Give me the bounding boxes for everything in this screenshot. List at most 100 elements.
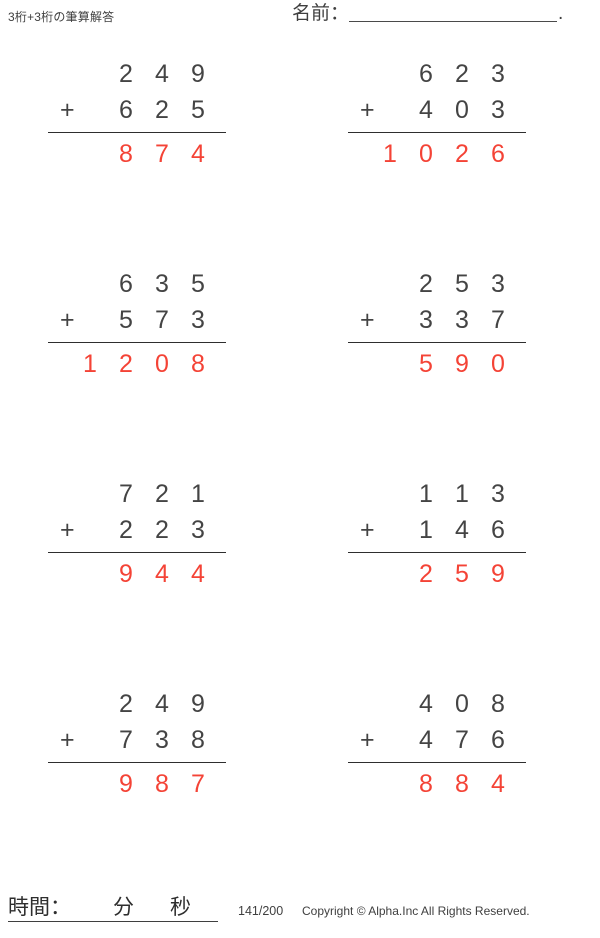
digit: 3 [155, 726, 169, 754]
addend1-digits: 4 0 8 [408, 688, 516, 720]
digit: 3 [491, 60, 505, 88]
plus-operator-icon: + [360, 306, 375, 334]
answer-digit: 8 [191, 350, 205, 378]
plus-operator-icon: + [360, 96, 375, 124]
digit: 6 [119, 270, 133, 298]
answer-digit: 4 [191, 140, 205, 168]
page-header: 3桁+3桁の筆算解答 名前： . [0, 0, 600, 44]
problem-3: + 6 3 5 5 7 3 1 2 0 8 [8, 268, 258, 398]
answer-digit: 9 [455, 350, 469, 378]
name-trailing-dot: . [558, 3, 564, 24]
sum-rule [48, 132, 226, 133]
digit: 3 [491, 480, 505, 508]
digit: 2 [119, 690, 133, 718]
digit: 2 [455, 60, 469, 88]
addend2-digits: 4 0 3 [408, 94, 516, 126]
digit: 4 [155, 60, 169, 88]
digit: 1 [419, 480, 433, 508]
answer-digit: 6 [491, 140, 505, 168]
problem-6: + 1 1 3 1 4 6 2 5 9 [308, 478, 558, 608]
addend1-digits: 1 1 3 [408, 478, 516, 510]
addend2-digits: 4 7 6 [408, 724, 516, 756]
addend1-digits: 6 2 3 [408, 58, 516, 90]
digit: 3 [455, 306, 469, 334]
answer-digits: 1 0 2 6 [372, 138, 516, 170]
answer-digit: 8 [419, 770, 433, 798]
name-label: 名前： [292, 3, 350, 24]
digit: 6 [119, 96, 133, 124]
digit: 2 [155, 516, 169, 544]
plus-operator-icon: + [60, 516, 75, 544]
digit: 3 [155, 270, 169, 298]
addend1-digits: 7 2 1 [108, 478, 216, 510]
sum-rule [48, 342, 226, 343]
digit: 5 [191, 96, 205, 124]
digit: 7 [119, 480, 133, 508]
digit: 0 [455, 96, 469, 124]
answer-digits: 8 8 4 [408, 768, 516, 800]
digit: 0 [455, 690, 469, 718]
digit: 5 [455, 270, 469, 298]
digit: 1 [455, 480, 469, 508]
plus-operator-icon: + [60, 726, 75, 754]
answer-digit: 8 [119, 140, 133, 168]
answer-digits: 9 8 7 [108, 768, 216, 800]
digit: 6 [491, 516, 505, 544]
problem-row: + 7 2 1 2 2 3 9 4 4 + 1 1 3 [0, 478, 600, 688]
addend1-digits: 2 4 9 [108, 58, 216, 90]
digit: 3 [191, 306, 205, 334]
name-field-group: 名前： . [292, 4, 563, 25]
digit: 3 [491, 270, 505, 298]
addend1-digits: 6 3 5 [108, 268, 216, 300]
answer-digit: 1 [383, 140, 397, 168]
answer-digits: 1 2 0 8 [72, 348, 216, 380]
answer-digits: 5 9 0 [408, 348, 516, 380]
digit: 9 [191, 60, 205, 88]
digit: 8 [491, 690, 505, 718]
digit: 2 [155, 96, 169, 124]
minutes-unit-label: 分 [113, 895, 134, 919]
digit: 8 [191, 726, 205, 754]
digit: 3 [491, 96, 505, 124]
copyright-notice: Copyright © Alpha.Inc All Rights Reserve… [302, 904, 530, 918]
digit: 6 [491, 726, 505, 754]
name-input-line[interactable] [349, 21, 558, 22]
answer-digit: 7 [191, 770, 205, 798]
answer-digit: 5 [419, 350, 433, 378]
addend2-digits: 5 7 3 [108, 304, 216, 336]
problem-row: + 2 4 9 7 3 8 9 8 7 + 4 0 8 [0, 688, 600, 898]
digit: 7 [155, 306, 169, 334]
digit: 4 [419, 96, 433, 124]
answer-digit: 2 [119, 350, 133, 378]
problem-row: + 2 4 9 6 2 5 8 7 4 + 6 2 3 [0, 58, 600, 268]
addend2-digits: 2 2 3 [108, 514, 216, 546]
answer-digit: 4 [191, 560, 205, 588]
digit: 3 [191, 516, 205, 544]
digit: 4 [155, 690, 169, 718]
digit: 7 [119, 726, 133, 754]
digit: 7 [455, 726, 469, 754]
sum-rule [48, 762, 226, 763]
time-field-group[interactable]: 時間： 分 秒 [8, 895, 218, 922]
answer-digit: 9 [119, 770, 133, 798]
plus-operator-icon: + [60, 306, 75, 334]
digit: 4 [419, 726, 433, 754]
digit: 3 [419, 306, 433, 334]
digit: 2 [119, 516, 133, 544]
answer-digit: 9 [119, 560, 133, 588]
answer-digits: 2 5 9 [408, 558, 516, 590]
addend2-digits: 7 3 8 [108, 724, 216, 756]
sum-rule [48, 552, 226, 553]
problem-grid: + 2 4 9 6 2 5 8 7 4 + 6 2 3 [0, 58, 600, 898]
answer-digits: 9 4 4 [108, 558, 216, 590]
digit: 5 [191, 270, 205, 298]
answer-digit: 5 [455, 560, 469, 588]
answer-digit: 8 [455, 770, 469, 798]
plus-operator-icon: + [60, 96, 75, 124]
digit: 6 [419, 60, 433, 88]
page-title: 3桁+3桁の筆算解答 [8, 10, 115, 24]
digit: 2 [155, 480, 169, 508]
plus-operator-icon: + [360, 726, 375, 754]
addend2-digits: 3 3 7 [408, 304, 516, 336]
problem-7: + 2 4 9 7 3 8 9 8 7 [8, 688, 258, 818]
